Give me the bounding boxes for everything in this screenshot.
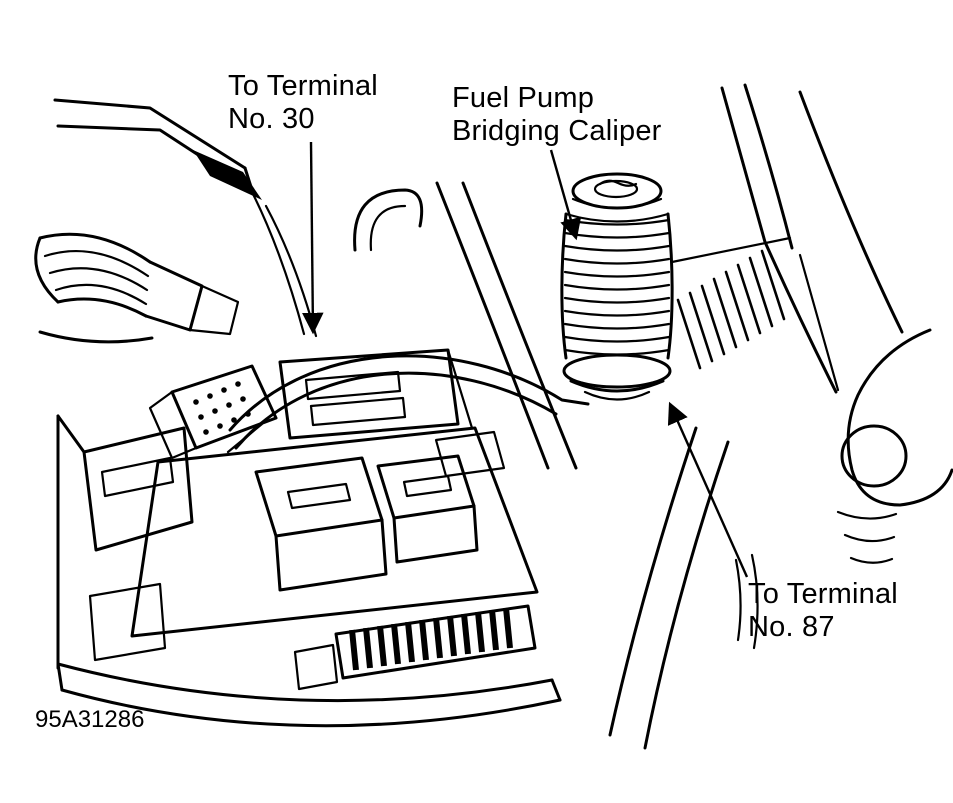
label-terminal-30: To Terminal No. 30 (228, 70, 378, 136)
label-caliper-line1: Fuel Pump (452, 82, 595, 114)
corrugated-hose (34, 232, 240, 336)
arrow-terminal-87 (667, 401, 749, 578)
bridging-caliper (560, 172, 674, 401)
slotted-relay (278, 348, 474, 440)
label-caliper-line2: Bridging Caliper (452, 115, 662, 147)
label-terminal-30-line2: No. 30 (228, 103, 315, 135)
box-top-surface (130, 426, 539, 638)
caliper-ribs (563, 218, 671, 356)
hose-clip (353, 188, 424, 252)
hand-shape (836, 328, 953, 564)
fuse-comb (293, 604, 537, 691)
label-terminal-30-line1: To Terminal (228, 70, 378, 102)
label-terminal-87: To Terminal No. 87 (748, 578, 898, 644)
label-caliper: Fuel Pump Bridging Caliper (452, 82, 662, 148)
relay-cube-2 (376, 454, 479, 564)
small-relay (434, 430, 506, 478)
label-terminal-87-line2: No. 87 (748, 611, 835, 643)
dotted-connector (148, 364, 278, 460)
hatching (670, 236, 792, 370)
relay-cube-1 (254, 456, 388, 592)
label-terminal-87-line1: To Terminal (748, 578, 898, 610)
arrow-caliper (549, 149, 582, 241)
fuse-box (56, 348, 562, 728)
panel-lines (38, 98, 318, 344)
lower-sweep-lines (608, 426, 759, 750)
background-diagonals (435, 83, 904, 470)
figure-id: 95A31286 (35, 706, 145, 733)
callout-arrows (301, 141, 749, 578)
arrow-terminal-30 (301, 141, 324, 335)
left-relay (82, 426, 194, 662)
wire-harness (226, 354, 590, 454)
